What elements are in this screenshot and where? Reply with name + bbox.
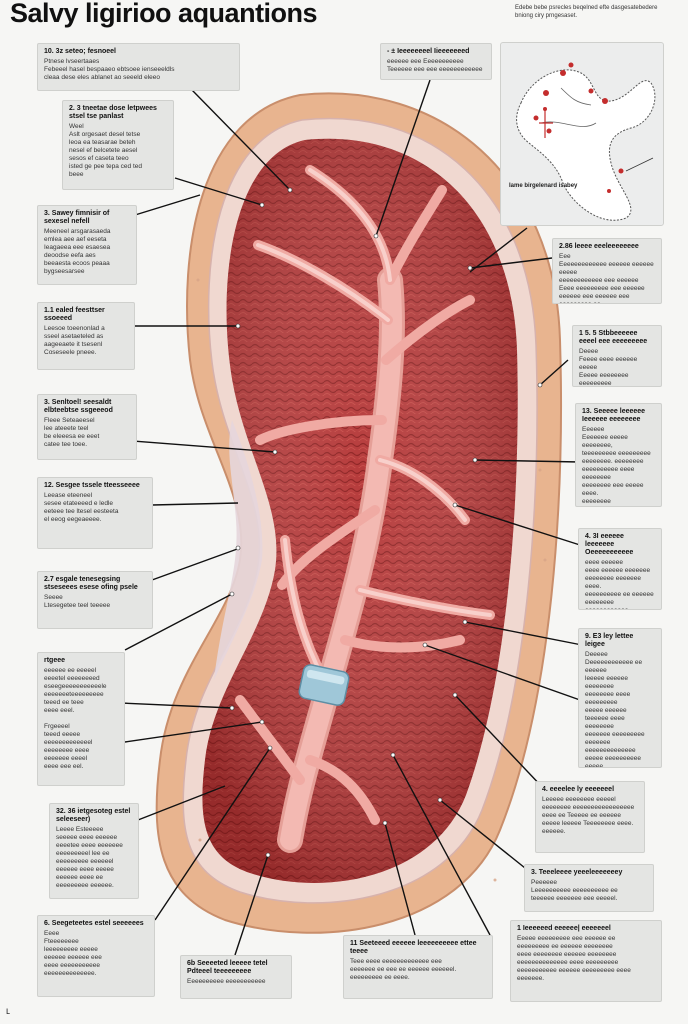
callout-body: Eeeeee Eeeeeee eeeee eeeeeeee, teeeeeeee… (582, 426, 651, 505)
callout-title: 13. Seeeee leeeeee Ieeeeee eeeeeeee (582, 408, 646, 423)
callout-13: 13. Seeeee leeeeee Ieeeeee eeeeeeee Eeee… (575, 403, 662, 507)
callout-body: Leease eteeneel sesee etateeeed e ledle … (44, 492, 119, 523)
callout-body: eeeeee ee eeeeel eeeetel eeeeeeeed eseeg… (44, 667, 107, 770)
callout-title: 32. 36 ietgesoteg estel seleeseer) (56, 808, 131, 823)
callout-1-1: 1.1 ealed feesttser ssoeeed Leesoe toeen… (37, 302, 135, 370)
leader-lines (119, 79, 583, 956)
callout-body: Seeee Ltesegetee teel teeeee (44, 594, 111, 609)
callout-title: 9. E3 ley lettee leigee (585, 633, 634, 648)
callout-1-bottom: 1 Ieeeeeed eeeeee| eeeeeeel Eeeee eeeeee… (510, 920, 662, 1002)
callout-15: 1 5. 5 Stbbeeeeee eeeel eee eeeeeeeee De… (572, 325, 662, 387)
callout-4-3: 4. 3I eeeeee leeeeeee Oeeeeeeeeeee eeee … (578, 528, 662, 610)
callout-body: Deeee Feeee eeee eeeeee eeeee Eeeee eeee… (579, 348, 638, 387)
callout-12: 12. Sesgee tssele tteesseeee Leease etee… (37, 477, 153, 549)
callout-body: Meeneel arsgarasaeda emlea aee aef eeset… (44, 228, 111, 275)
callout-6b: 6b Seeeeted leeeee tetel Pdteeel teeeeee… (180, 955, 292, 999)
inset-label: Iame birgelenard isabey (509, 183, 578, 189)
callout-title: 2. 3 tneetae dose letpwees stsel tse pan… (69, 105, 157, 120)
page-title: Salvy ligirioo aquantions (10, 0, 318, 28)
callout-body: Weel Aslt orgesaet desel tetse leoa ea t… (69, 123, 143, 178)
callout-title: 1 Ieeeeeed eeeeee| eeeeeeel (517, 925, 611, 932)
callout-body: Leeee Esteeeee seeeee eeee eeeeee eeeete… (56, 826, 123, 889)
callout-top-center: - ± Ieeeeeeeel Iieeeeeeed eeeeee eee Eee… (380, 43, 492, 80)
callout-title: 3. Sawey fimnisir of sexesel nefell (44, 210, 110, 225)
callout-3-bottom: 3. Teeeleeee yeeeleeeeeeey Peeeeee Leeee… (524, 864, 654, 912)
callout-title: 11 Seeteeed eeeeee leeeeeeeeee ettee tee… (350, 940, 477, 955)
callout-body: Deeeee Deeeeeeeeeeee ee eeeeee leeeee ee… (585, 651, 645, 768)
callout-32: 32. 36 ietgesoteg estel seleeseer) Leeee… (49, 803, 139, 899)
callout-2-7: 2.7 esgale tenesegsing stseseees esese o… (37, 571, 153, 629)
callout-body: Ptnese lvseertaaes Febeeel hasel bespaae… (44, 58, 175, 81)
callout-body: eeeeee eee Eeeeeeeeeee Teeeeee eee eee e… (387, 58, 483, 73)
callout-body: Eeeeeeeeee eeeeeeeeeee (187, 978, 266, 985)
callout-title: 10. 3z seteo; fesnoeel (44, 48, 116, 55)
callout-title: 3. Teeeleeee yeeeleeeeeeey (531, 869, 623, 876)
callout-11: 11 Seeteeed eeeeee leeeeeeeeee ettee tee… (343, 935, 493, 999)
callout-body: Teee eeee eeeeeeeeeeeee eee eeeeeee ee e… (350, 958, 457, 981)
callout-title: 3. Senltoel! seesaldt elbteebtse ssgeeeo… (44, 399, 113, 414)
callout-2-3: 2. 3 tneetae dose letpwees stsel tse pan… (62, 100, 174, 190)
callout-body: Peeeeee Leeeeeeeeee eeeeeeeeee ee teeeee… (531, 879, 618, 902)
callout-title: 2.86 leeee eeeleeeeeeee (559, 243, 639, 250)
callout-body: Leesoe toeenonlad a sseel asetaeteled as… (44, 325, 105, 356)
header-note: Edebe bebe psrecles beqelned efte dasges… (515, 5, 658, 19)
callout-2-86: 2.86 leeee eeeleeeeeeee Eee Eeeeeeeeeeee… (552, 238, 662, 304)
ligature-band (298, 664, 350, 706)
inset-diagram: Iame birgelenard isabey (500, 42, 664, 226)
callout-body: Eeeee eeeeeeeee eee eeeeee ee eeeeeeeee … (517, 935, 631, 982)
callout-body: Fleee Seteaeesel lee ateeete teel be ele… (44, 417, 100, 448)
callout-title: rtgeee (44, 657, 66, 664)
callout-title: 4. eeeelee ly eeeeeeel (542, 786, 615, 793)
branching-vessel (235, 165, 495, 853)
callout-title: 1 5. 5 Stbbeeeeee eeeel eee eeeeeeeee (579, 330, 648, 345)
callout-body: Leeeee eeeeeeee eeeeel eeeeeeee eeeeeeee… (542, 796, 635, 835)
callout-title: 6b Seeeeted leeeee tetel Pdteeel teeeeee… (187, 960, 268, 975)
callout-10: 10. 3z seteo; fesnoeel Ptnese lvseertaae… (37, 43, 240, 91)
callout-body: eeee eeeeee eeee eeeeee eeeeeee eeeeeeee… (585, 559, 654, 609)
callout-title: 12. Sesgee tssele tteesseeee (44, 482, 140, 489)
callout-body: Eee Eeeeeeeeeeeee eeeeee eeeeee eeeee ee… (559, 253, 654, 303)
callout-3: 3. Sawey fimnisir of sexesel nefell Meen… (37, 205, 137, 285)
callout-6: 6. Seegeteetes estel seeeeees Eeee Fteee… (37, 915, 155, 997)
callout-title: 1.1 ealed feesttser ssoeeed (44, 307, 105, 322)
callout-3b: 3. Senltoel! seesaldt elbteebtse ssgeeeo… (37, 394, 137, 460)
callout-title: 2.7 esgale tenesegsing stseseees esese o… (44, 576, 138, 591)
inset-sketch (516, 62, 656, 221)
callout-title: 6. Seegeteetes estel seeeeees (44, 920, 144, 927)
callout-rtgeee: rtgeee eeeeee ee eeeeel eeeetel eeeeeeee… (37, 652, 125, 786)
corner-mark: ʟ (6, 1006, 11, 1017)
callout-4: 4. eeeelee ly eeeeeeel Leeeee eeeeeeee e… (535, 781, 645, 853)
callout-title: - ± Ieeeeeeeel Iieeeeeeed (387, 48, 470, 55)
callout-title: 4. 3I eeeeee leeeeeee Oeeeeeeeeeee (585, 533, 634, 556)
callout-9: 9. E3 ley lettee leigee Deeeee Deeeeeeee… (578, 628, 662, 768)
callout-body: Eeee Fteeeeeeee leeeeeeeee eeeee eeeeee … (44, 930, 102, 977)
